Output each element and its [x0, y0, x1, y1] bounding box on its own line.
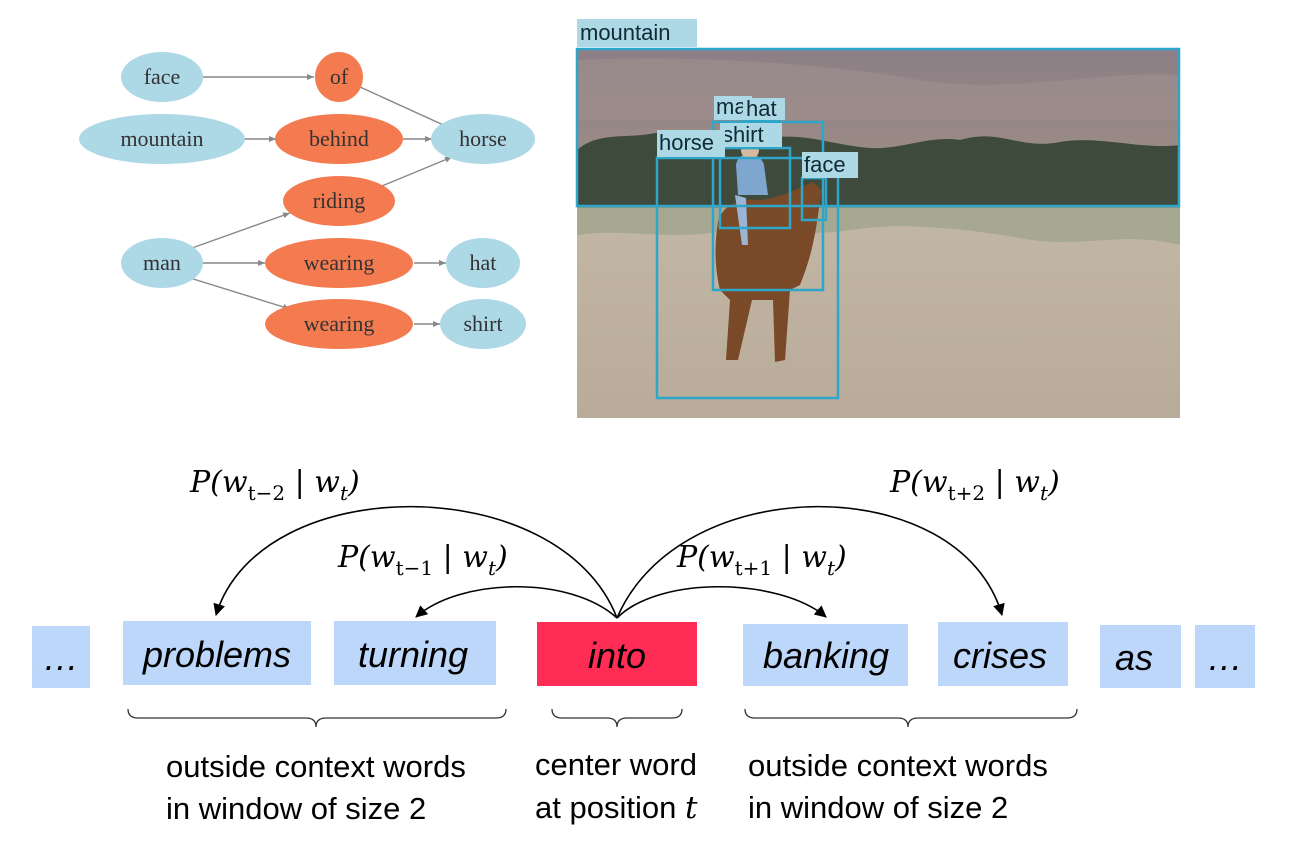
brace-center — [551, 708, 683, 728]
prob-t-plus-1: P(wt+1 | wt) — [676, 540, 847, 580]
node-horse-label: horse — [459, 126, 507, 151]
word-problems-text: problems — [142, 634, 291, 675]
node-man: man — [121, 238, 203, 288]
prob-t-minus-1: P(wt−1 | wt) — [337, 540, 508, 580]
node-hat-label: hat — [470, 250, 497, 275]
label-face: face — [804, 152, 846, 177]
braces — [127, 708, 1078, 728]
scene-graph: face of mountain behind horse riding man — [79, 52, 535, 349]
node-behind-label: behind — [309, 126, 369, 151]
label-hat: hat — [746, 96, 777, 121]
word-as: as — [1100, 625, 1181, 688]
bbox-man — [711, 120, 825, 292]
word-turning-text: turning — [358, 634, 468, 675]
edge-riding-horse — [381, 156, 453, 187]
context-arrows — [213, 505, 1005, 619]
caption-center-line1: center word — [535, 747, 697, 782]
prob-t-minus-2: P(wt−2 | wt) — [189, 465, 360, 505]
arrow-to-t-minus-2 — [213, 505, 618, 619]
node-wearing-shirt-label: wearing — [304, 311, 375, 336]
word-ellipsis-right: … — [1195, 625, 1255, 688]
node-wearing-hat-label: wearing — [304, 250, 375, 275]
node-mountain: mountain — [79, 114, 245, 164]
bbox-shirt — [718, 146, 792, 230]
label-shirt: shirt — [722, 122, 764, 147]
node-of-label: of — [330, 64, 349, 89]
prob-t-plus-2: P(wt+2 | wt) — [889, 465, 1060, 505]
node-wearing-hat: wearing — [265, 238, 413, 288]
detection-boxes — [575, 47, 1181, 400]
node-hat: hat — [446, 238, 520, 288]
word-ellipsis-left-text: … — [43, 637, 79, 678]
edge-man-wearing2 — [189, 277, 291, 310]
word-ellipsis-right-text: … — [1207, 637, 1243, 678]
brace-left-context — [127, 708, 507, 728]
caption-left-line2: in window of size 2 — [166, 791, 426, 826]
node-face-label: face — [144, 64, 181, 89]
node-mountain-label: mountain — [120, 126, 203, 151]
word-problems: problems — [123, 621, 311, 685]
word-turning: turning — [334, 621, 496, 685]
caption-center-line2: at position t — [535, 790, 698, 826]
label-mountain: mountain — [580, 20, 671, 45]
word-crises: crises — [938, 622, 1068, 686]
node-riding-label: riding — [313, 188, 366, 213]
edge-of-horse — [359, 86, 451, 129]
node-horse: horse — [431, 114, 535, 164]
word-banking-text: banking — [763, 635, 889, 676]
detection-labels: mountain man hat shirt horse face — [577, 19, 858, 178]
word-banking: banking — [743, 624, 908, 686]
word-into-center: into — [537, 622, 697, 686]
scene-graph-edges — [189, 74, 453, 327]
word-as-text: as — [1115, 637, 1153, 678]
node-of: of — [315, 52, 363, 102]
bbox-horse — [655, 156, 840, 400]
edge-man-riding — [191, 212, 291, 249]
caption-left-line1: outside context words — [166, 749, 466, 784]
brace-right-context — [744, 708, 1078, 728]
node-shirt-label: shirt — [463, 311, 502, 336]
node-man-label: man — [143, 250, 181, 275]
word-ellipsis-left: … — [32, 626, 90, 688]
node-behind: behind — [275, 114, 403, 164]
label-horse: horse — [659, 130, 714, 155]
arrow-to-t-minus-1 — [415, 585, 618, 619]
word-crises-text: crises — [953, 635, 1047, 676]
skipgram-diagram: P(wt−2 | wt) P(wt−1 | wt) P(wt+1 | wt) P… — [32, 465, 1255, 826]
node-riding: riding — [283, 176, 395, 226]
bbox-mountain — [575, 47, 1181, 208]
caption-right-line1: outside context words — [748, 748, 1048, 783]
node-face: face — [121, 52, 203, 102]
photo-trees — [577, 130, 1180, 205]
arrow-to-t-plus-1 — [616, 585, 827, 619]
word-into-text: into — [588, 635, 646, 676]
detection-photo: mountain man hat shirt horse face — [575, 19, 1181, 418]
caption-right-line2: in window of size 2 — [748, 790, 1008, 825]
node-wearing-shirt: wearing — [265, 299, 413, 349]
node-shirt: shirt — [440, 299, 526, 349]
arrow-to-t-plus-2 — [616, 505, 1005, 619]
